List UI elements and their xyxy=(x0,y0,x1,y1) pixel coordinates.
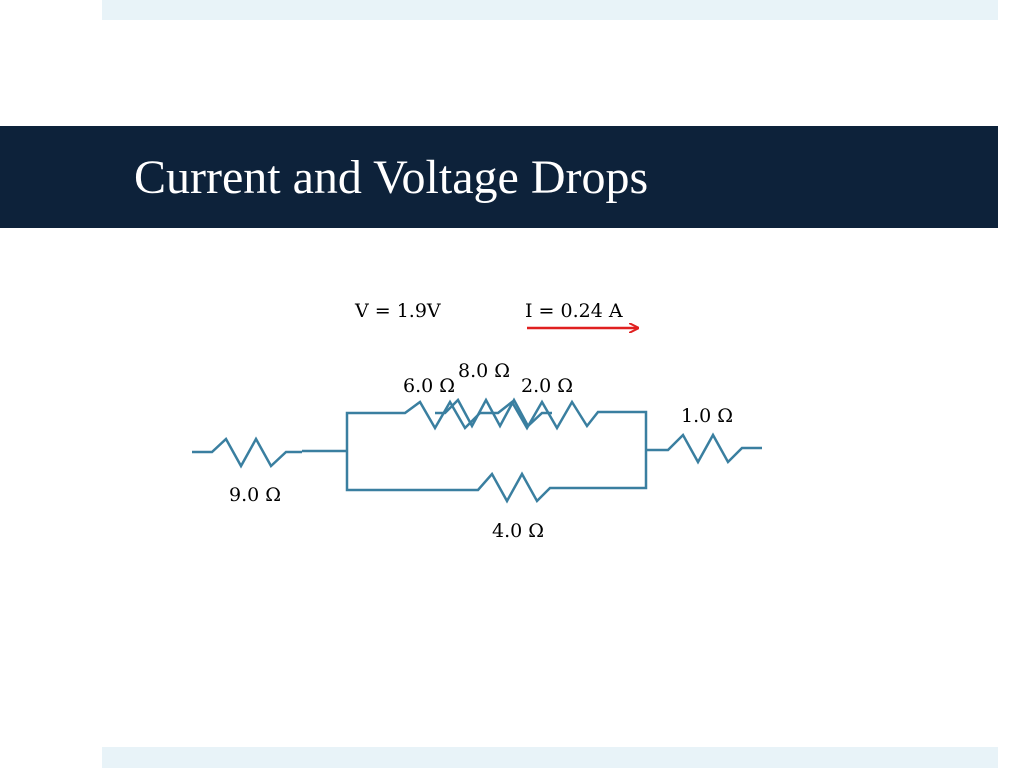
current-label: I = 0.24 A xyxy=(525,300,623,322)
page-title: Current and Voltage Drops xyxy=(134,151,649,204)
label-9-ohm: 9.0 Ω xyxy=(229,484,281,506)
voltage-label: V = 1.9V xyxy=(354,300,441,322)
resistor-2-ohm xyxy=(480,399,607,431)
resistor-1-ohm xyxy=(646,432,762,465)
resistor-4-ohm xyxy=(460,471,566,504)
bottom-accent-band xyxy=(102,747,998,768)
resistor-6-ohm xyxy=(387,399,481,431)
wire-parallel-left xyxy=(345,411,460,492)
label-8-ohm: 8.0 Ω xyxy=(458,360,510,382)
label-1-ohm: 1.0 Ω xyxy=(681,405,733,427)
title-bar xyxy=(0,126,998,228)
label-6-ohm: 6.0 Ω xyxy=(403,375,455,397)
label-2-ohm: 2.0 Ω xyxy=(521,375,573,397)
top-accent-band xyxy=(102,0,998,20)
wire-parallel-right xyxy=(566,410,648,490)
label-4-ohm: 4.0 Ω xyxy=(492,520,544,542)
resistor-9-ohm xyxy=(192,436,302,469)
